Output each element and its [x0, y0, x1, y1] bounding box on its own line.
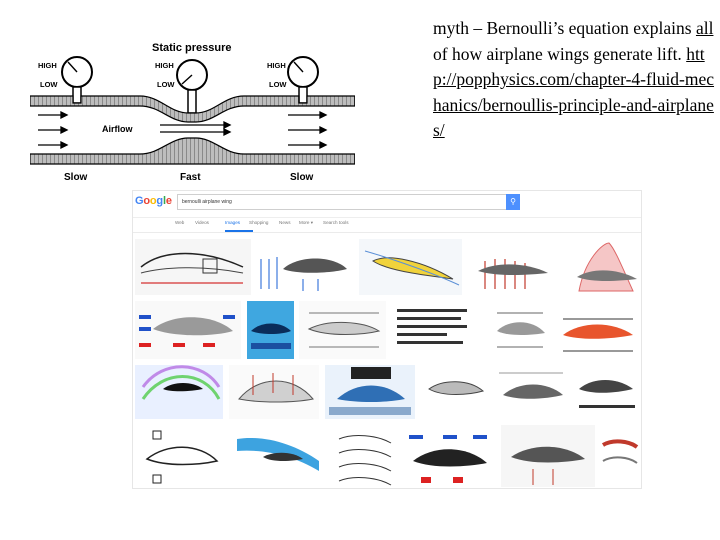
image-result[interactable]	[135, 239, 251, 295]
label-fast: Fast	[180, 172, 201, 183]
label-low-right: LOW	[269, 80, 287, 89]
label-slow-right: Slow	[290, 172, 314, 183]
pressure-gauge-middle	[176, 59, 208, 114]
image-result[interactable]	[325, 365, 415, 419]
label-high-left: HIGH	[38, 61, 57, 70]
diagram-title: Static pressure	[152, 42, 231, 54]
image-results-grid	[135, 239, 639, 487]
search-icon: ⚲	[510, 197, 516, 206]
image-result[interactable]	[135, 425, 223, 487]
active-tab-indicator	[225, 230, 253, 232]
label-high-right: HIGH	[267, 61, 286, 70]
tab-shopping[interactable]: Shopping	[249, 220, 269, 225]
tab-web[interactable]: Web	[175, 220, 185, 225]
image-result[interactable]	[403, 425, 495, 487]
caption-prefix: myth – Bernoulli’s equation explains	[433, 18, 696, 38]
google-header: Google bernoulli airplane wing ⚲	[133, 191, 641, 218]
image-result[interactable]	[467, 239, 561, 295]
pressure-gauge-right	[287, 56, 319, 104]
airflow-arrows	[38, 110, 328, 150]
label-low-left: LOW	[40, 80, 58, 89]
tab-news[interactable]: News	[279, 220, 291, 225]
tab-more[interactable]: More ▾	[299, 220, 314, 225]
pipe-bottom-wall	[30, 137, 355, 165]
image-result[interactable]	[567, 239, 639, 295]
image-result[interactable]	[601, 425, 639, 487]
tab-videos[interactable]: Videos	[195, 220, 209, 225]
label-high-middle: HIGH	[155, 61, 174, 70]
venturi-diagram: Static pressure HIGH LOW HIGH LOW HIGH L…	[30, 42, 355, 183]
source-link[interactable]: http://popphysics.com/chapter-4-fluid-me…	[433, 43, 715, 141]
slide-caption: myth – Bernoulli’s equation explains all…	[433, 16, 718, 144]
pipe-top-wall	[30, 95, 355, 123]
image-result[interactable]	[229, 365, 319, 419]
image-result[interactable]	[485, 301, 551, 359]
image-result[interactable]	[331, 425, 397, 487]
image-result[interactable]	[299, 301, 386, 359]
image-result[interactable]	[135, 301, 241, 359]
search-input[interactable]: bernoulli airplane wing	[177, 194, 509, 210]
label-low-middle: LOW	[157, 80, 175, 89]
google-tab-bar: Web Videos Images Shopping News More ▾ S…	[133, 218, 641, 233]
image-result[interactable]	[257, 239, 352, 295]
tab-images[interactable]: Images	[225, 220, 241, 225]
image-result[interactable]	[557, 301, 639, 359]
image-result[interactable]	[501, 425, 595, 487]
label-airflow: Airflow	[102, 124, 133, 134]
label-slow-left: Slow	[64, 172, 88, 183]
image-result[interactable]	[359, 239, 462, 295]
tab-search-tools[interactable]: Search tools	[323, 220, 349, 225]
search-button[interactable]: ⚲	[506, 194, 520, 210]
image-result[interactable]	[495, 365, 567, 419]
image-result[interactable]	[135, 365, 223, 419]
image-result[interactable]	[421, 365, 489, 419]
image-result[interactable]	[391, 301, 479, 359]
caption-emphasis: all	[695, 18, 714, 38]
image-result[interactable]	[247, 301, 294, 359]
caption-suffix: of how airplane wings generate lift.	[433, 43, 682, 64]
image-result[interactable]	[231, 425, 323, 487]
google-image-search-screenshot: Google bernoulli airplane wing ⚲ Web Vid…	[132, 190, 642, 489]
image-result[interactable]	[573, 365, 639, 419]
google-logo[interactable]: Google	[135, 195, 172, 207]
